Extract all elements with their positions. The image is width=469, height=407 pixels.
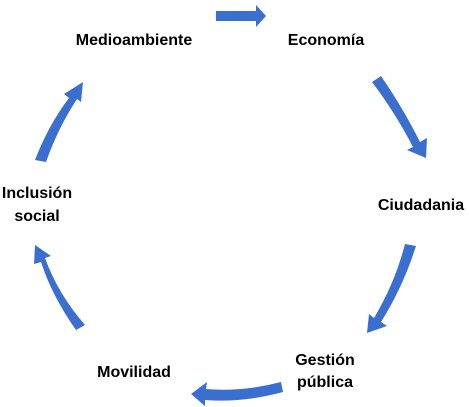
node-label-gestion-line1: Gestión bbox=[295, 352, 355, 369]
arrow-inclusion-to-medioambiente bbox=[35, 82, 83, 162]
node-label-economia: Economía bbox=[288, 32, 365, 49]
arrow-economia-to-ciudadania bbox=[372, 76, 427, 158]
node-label-ciudadania: Ciudadania bbox=[378, 197, 464, 214]
cycle-arrows bbox=[34, 5, 427, 406]
node-label-inclusion-line1: Inclusión bbox=[2, 185, 72, 202]
arrow-movilidad-to-inclusion bbox=[34, 245, 85, 330]
node-label-gestion-line2: pública bbox=[297, 374, 353, 391]
arrow-ciudadania-to-gestion bbox=[367, 244, 416, 333]
arrow-medioambiente-to-economia bbox=[216, 5, 266, 27]
arrow-gestion-to-movilidad bbox=[191, 382, 283, 406]
node-label-medioambiente: Medioambiente bbox=[76, 32, 193, 49]
node-label-inclusion-line2: social bbox=[14, 208, 59, 225]
node-label-movilidad: Movilidad bbox=[97, 364, 171, 381]
node-labels: Medioambiente Economía Ciudadania Gestió… bbox=[2, 32, 464, 391]
